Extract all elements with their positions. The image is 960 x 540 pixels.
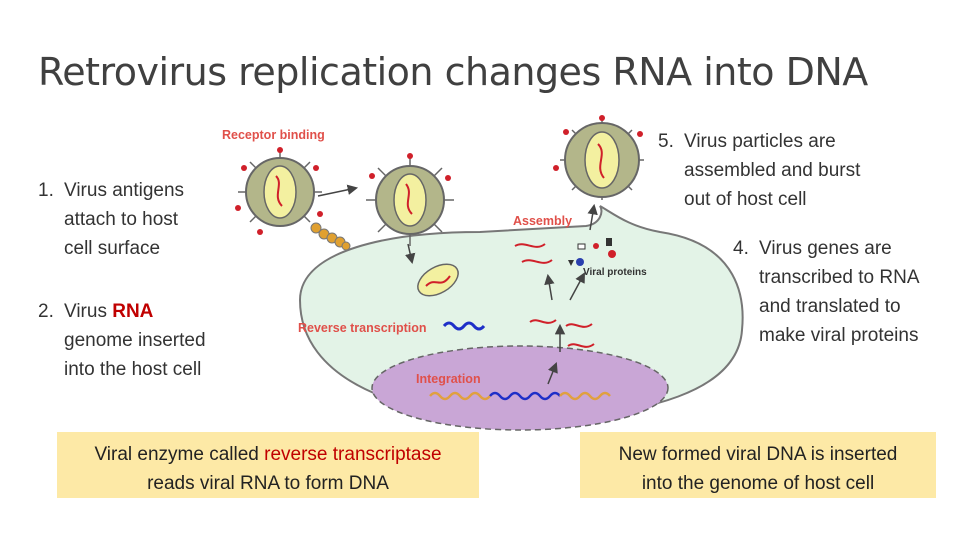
step-line: Virus [64,301,113,322]
viral-protein-shapes [568,238,616,266]
step-line: cell surface [64,238,161,259]
integrated-dna [429,391,611,401]
process-arrows [317,184,598,385]
rna-highlight: RNA [112,301,154,322]
callout-dna-inserted: New formed viral DNA is inserted into th… [580,432,936,498]
receptor-beads [310,222,351,251]
callout-text: New formed viral DNA is inserted [618,444,898,465]
label-integration: Integration [416,372,481,386]
label-reverse-transcription: Reverse transcription [298,321,427,335]
step-5-text: 5. Virus particles are assembled and burs… [658,127,860,214]
viral-rna-strands [514,243,595,348]
callout-text: reads viral RNA to form DNA [147,473,389,494]
virus-particle-left [235,147,323,235]
step-number: 5. [658,131,674,152]
callout-text: Viral enzyme called [94,444,265,465]
virus-particle-entering [366,153,454,246]
step-line: make viral proteins [759,325,919,346]
viral-core [417,263,459,297]
label-viral-proteins: Viral proteins [583,267,647,278]
step-line: attach to host [64,209,179,230]
step-line: assembled and burst [684,160,861,181]
step-2-text: 2. Virus RNA genome inserted into the hos… [38,297,206,384]
step-line: out of host cell [684,189,807,210]
step-line: and translated to [759,296,901,317]
viral-dna-reverse-transcribed [442,321,486,331]
step-4-text: 4. Virus genes are transcribed to RNA and… [733,234,920,350]
step-line: transcribed to RNA [759,267,920,288]
label-receptor-binding: Receptor binding [222,128,325,142]
step-number: 1. [38,180,54,201]
virus-particle-budding [553,115,644,200]
page-title: Retrovirus replication changes RNA into … [38,50,868,94]
callout-text: into the genome of host cell [641,473,875,494]
host-nucleus [371,345,669,431]
step-number: 2. [38,301,54,322]
step-line: Virus antigens [64,180,185,201]
reverse-transcriptase-highlight: reverse transcriptase [264,444,442,465]
step-line: into the host cell [64,359,202,380]
label-assembly: Assembly [513,214,572,228]
step-line: Virus genes are [759,238,892,259]
step-1-text: 1. Virus antigens attach to host cell sur… [38,176,184,263]
step-line: genome inserted [64,330,206,351]
step-number: 4. [733,238,749,259]
step-line: Virus particles are [684,131,836,152]
callout-reverse-transcriptase: Viral enzyme called reverse transcriptas… [57,432,479,498]
